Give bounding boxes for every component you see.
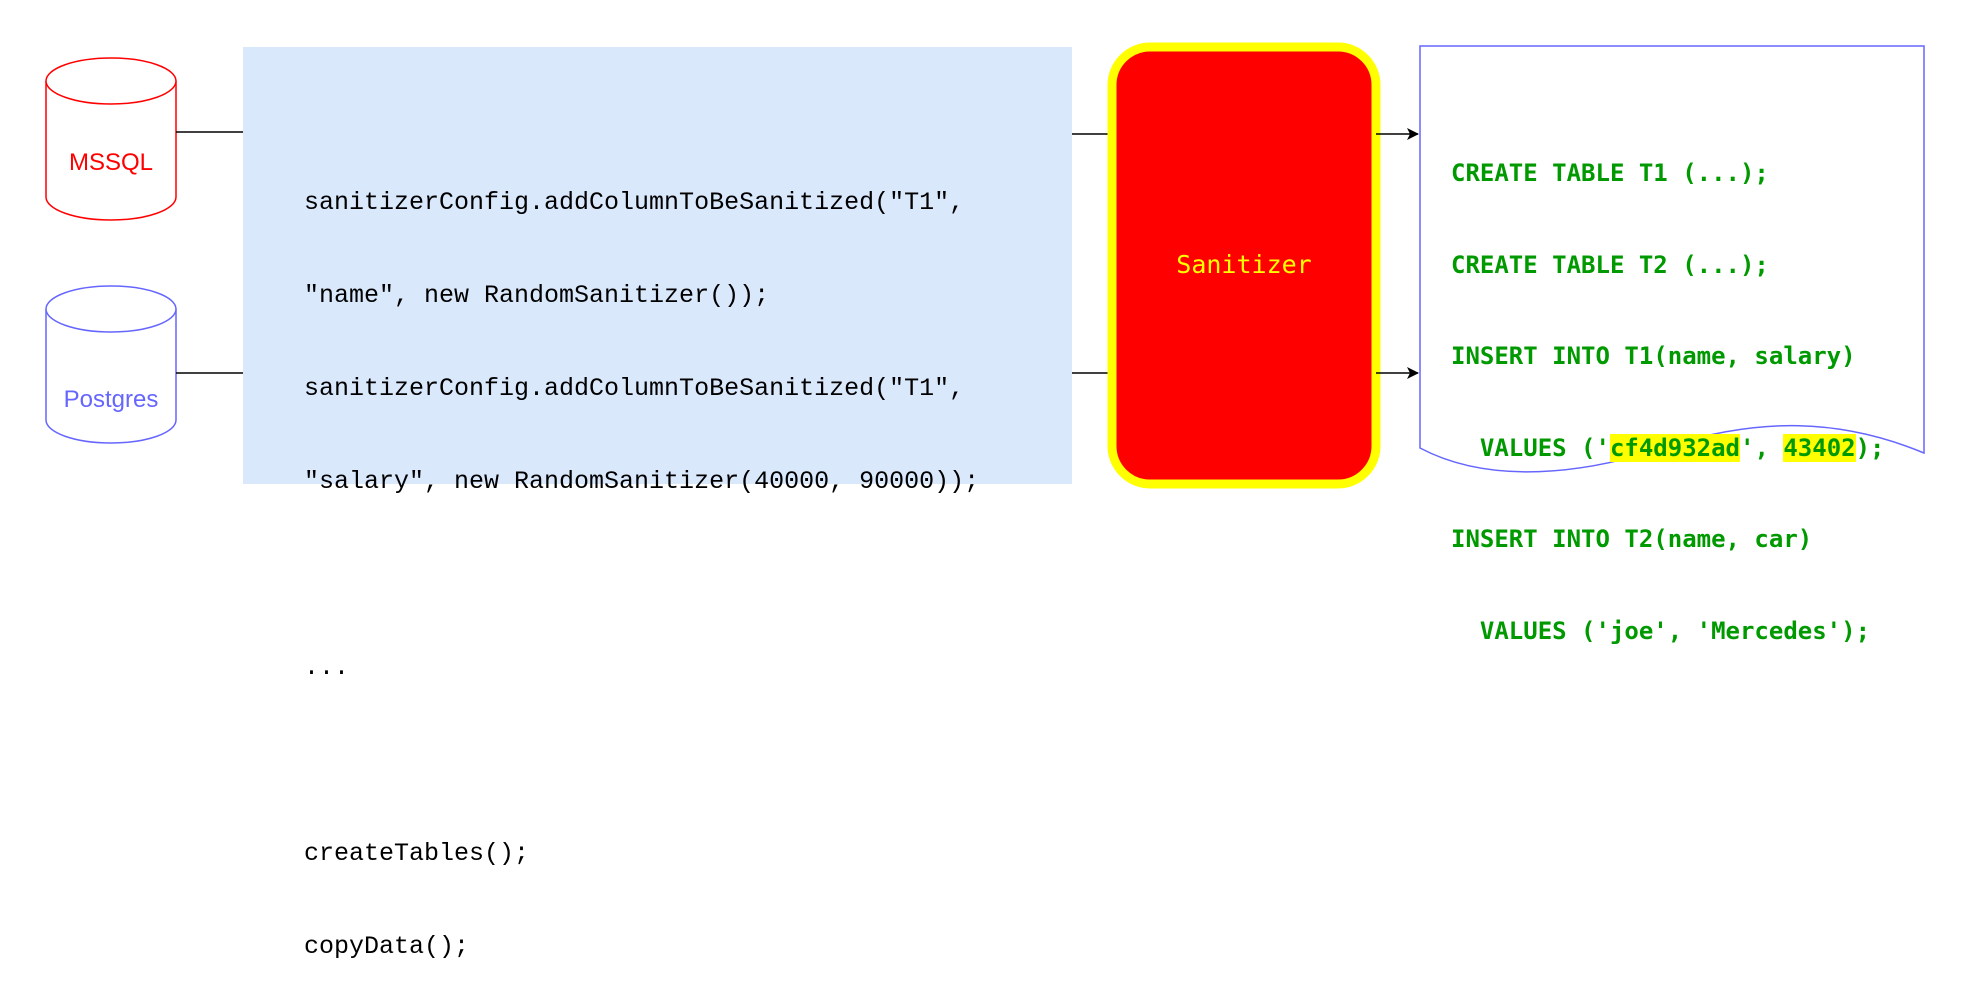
- config-code-panel: [243, 47, 1072, 484]
- code-line: copyData();: [304, 932, 470, 961]
- sql-line: CREATE TABLE T2 (...);: [1451, 250, 1769, 279]
- sql-line: CREATE TABLE T1 (...);: [1451, 159, 1769, 187]
- code-line: createTables();: [304, 839, 530, 868]
- postgres-label: Postgres: [64, 386, 159, 413]
- diagram-canvas: MSSQL Postgres: [45, 42, 1925, 489]
- sql-line: INSERT INTO T1(name, salary): [1451, 342, 1856, 370]
- mssql-label: MSSQL: [69, 149, 153, 176]
- code-line: "name", new RandomSanitizer());: [304, 281, 770, 310]
- sql-fragment: ',: [1740, 433, 1784, 462]
- code-line: sanitizerConfig.addColumnToBeSanitized("…: [304, 374, 965, 403]
- code-line: [304, 745, 979, 776]
- mssql-database-icon: MSSQL: [45, 57, 177, 221]
- sanitized-name-value: cf4d932ad: [1609, 433, 1740, 462]
- code-line: ...: [304, 653, 350, 682]
- sql-output-text: CREATE TABLE T1 (...); CREATE TABLE T2 (…: [1451, 97, 1885, 677]
- code-line: sanitizerConfig.addColumnToBeSanitized("…: [304, 188, 965, 217]
- code-line: "salary", new RandomSanitizer(40000, 900…: [304, 467, 980, 496]
- sql-line: VALUES ('joe', 'Mercedes');: [1451, 616, 1871, 645]
- sql-fragment: );: [1855, 433, 1885, 462]
- sql-line: INSERT INTO T2(name, car): [1451, 525, 1813, 553]
- sanitizer-block: [1107, 42, 1381, 489]
- sanitizer-label: Sanitizer: [1176, 250, 1312, 279]
- code-line: [304, 559, 979, 590]
- config-code: sanitizerConfig.addColumnToBeSanitized("…: [304, 125, 979, 993]
- sql-line-values-sanitized: VALUES ('cf4d932ad', 43402);: [1451, 433, 1885, 464]
- sql-fragment: VALUES (': [1451, 433, 1610, 462]
- sanitized-salary-value: 43402: [1783, 433, 1856, 462]
- postgres-database-icon: Postgres: [45, 285, 177, 444]
